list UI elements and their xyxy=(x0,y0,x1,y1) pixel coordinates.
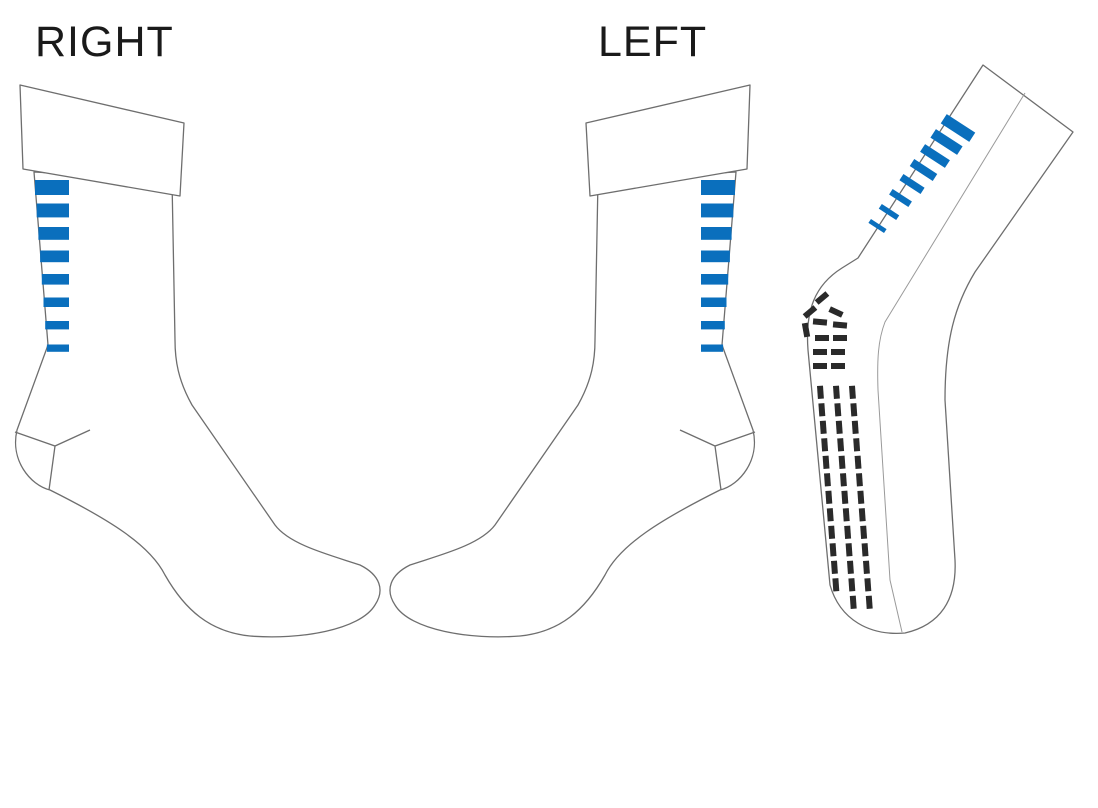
grip-dash xyxy=(834,403,842,417)
grip-dash xyxy=(814,291,830,305)
grip-dash xyxy=(840,473,847,487)
grip-dash xyxy=(813,363,827,369)
grip-dash xyxy=(815,335,829,341)
stripe xyxy=(701,250,730,263)
sock-cuff xyxy=(19,84,185,197)
stripe xyxy=(701,203,734,218)
stripe xyxy=(701,274,729,285)
grip-dash xyxy=(831,363,845,369)
stripe xyxy=(920,144,950,168)
grip-dash xyxy=(835,420,843,434)
sock-outline xyxy=(389,171,755,638)
heel-seam xyxy=(679,429,756,491)
stripe xyxy=(45,321,69,330)
grip-dash xyxy=(825,490,833,504)
grip-dash xyxy=(849,595,857,609)
grip-dash xyxy=(841,490,849,504)
side-stripes xyxy=(701,180,735,352)
stripe xyxy=(701,321,725,330)
stripe xyxy=(46,344,69,352)
grip-dash xyxy=(813,349,827,355)
grip-dash xyxy=(821,438,829,452)
grip-dash xyxy=(845,543,853,557)
grip-dash xyxy=(844,525,852,539)
stripe xyxy=(43,297,69,307)
heel-seam xyxy=(14,429,91,491)
sock-cuff xyxy=(585,84,751,197)
sole-stripes xyxy=(868,114,976,234)
stripe xyxy=(35,180,69,195)
grip-dash xyxy=(812,318,828,326)
left-sock xyxy=(389,84,756,638)
grip-dash xyxy=(833,385,840,399)
sole-seam xyxy=(877,92,1026,633)
grip-dots xyxy=(801,291,873,609)
stripe xyxy=(701,180,735,195)
grip-dash xyxy=(860,525,868,539)
grip-dash xyxy=(832,321,848,329)
grip-dash xyxy=(863,560,870,574)
grip-dash xyxy=(831,349,845,355)
stripe xyxy=(41,274,69,285)
grip-dash xyxy=(849,385,856,399)
grip-dash xyxy=(850,403,858,417)
grip-dash xyxy=(822,455,830,469)
grip-dash xyxy=(824,473,831,487)
stripe xyxy=(868,218,887,234)
right-sock xyxy=(14,84,381,638)
stripe xyxy=(930,129,963,155)
stripe xyxy=(38,227,69,240)
stripe xyxy=(889,189,912,207)
grip-dash xyxy=(847,560,854,574)
grip-dash xyxy=(833,335,847,341)
grip-dash xyxy=(828,306,844,318)
grip-dash xyxy=(858,508,866,522)
grip-dash xyxy=(856,473,863,487)
grip-dash xyxy=(864,578,872,592)
grip-dash xyxy=(832,578,840,592)
sock-outline xyxy=(15,171,381,638)
stripe xyxy=(40,250,69,263)
right-label: RIGHT xyxy=(35,18,174,66)
grip-dash xyxy=(829,543,837,557)
grip-dash xyxy=(837,438,845,452)
grip-dash xyxy=(826,508,834,522)
stripe xyxy=(940,114,976,142)
grip-dash xyxy=(851,420,859,434)
grip-dash xyxy=(819,420,827,434)
grip-dash xyxy=(817,385,824,399)
stripe xyxy=(878,203,900,221)
grip-dash xyxy=(865,595,873,609)
grip-dash xyxy=(838,455,846,469)
grip-dash xyxy=(801,322,811,338)
stripe xyxy=(701,227,732,240)
stripe xyxy=(36,203,69,218)
side-stripes xyxy=(35,180,69,352)
grip-dash xyxy=(818,403,826,417)
grip-dash xyxy=(842,508,850,522)
sole-view-sock xyxy=(801,64,1074,634)
left-label: LEFT xyxy=(598,18,708,66)
grip-dash xyxy=(831,560,838,574)
grip-dash xyxy=(861,543,869,557)
grip-dash xyxy=(802,305,818,319)
stripe xyxy=(909,159,938,181)
grip-dash xyxy=(828,525,836,539)
grip-dash xyxy=(854,455,862,469)
stripe xyxy=(701,297,727,307)
grip-dash xyxy=(848,578,856,592)
grip-dash xyxy=(853,438,861,452)
grip-dash xyxy=(857,490,865,504)
stripe xyxy=(899,174,925,194)
stripe xyxy=(701,344,724,352)
